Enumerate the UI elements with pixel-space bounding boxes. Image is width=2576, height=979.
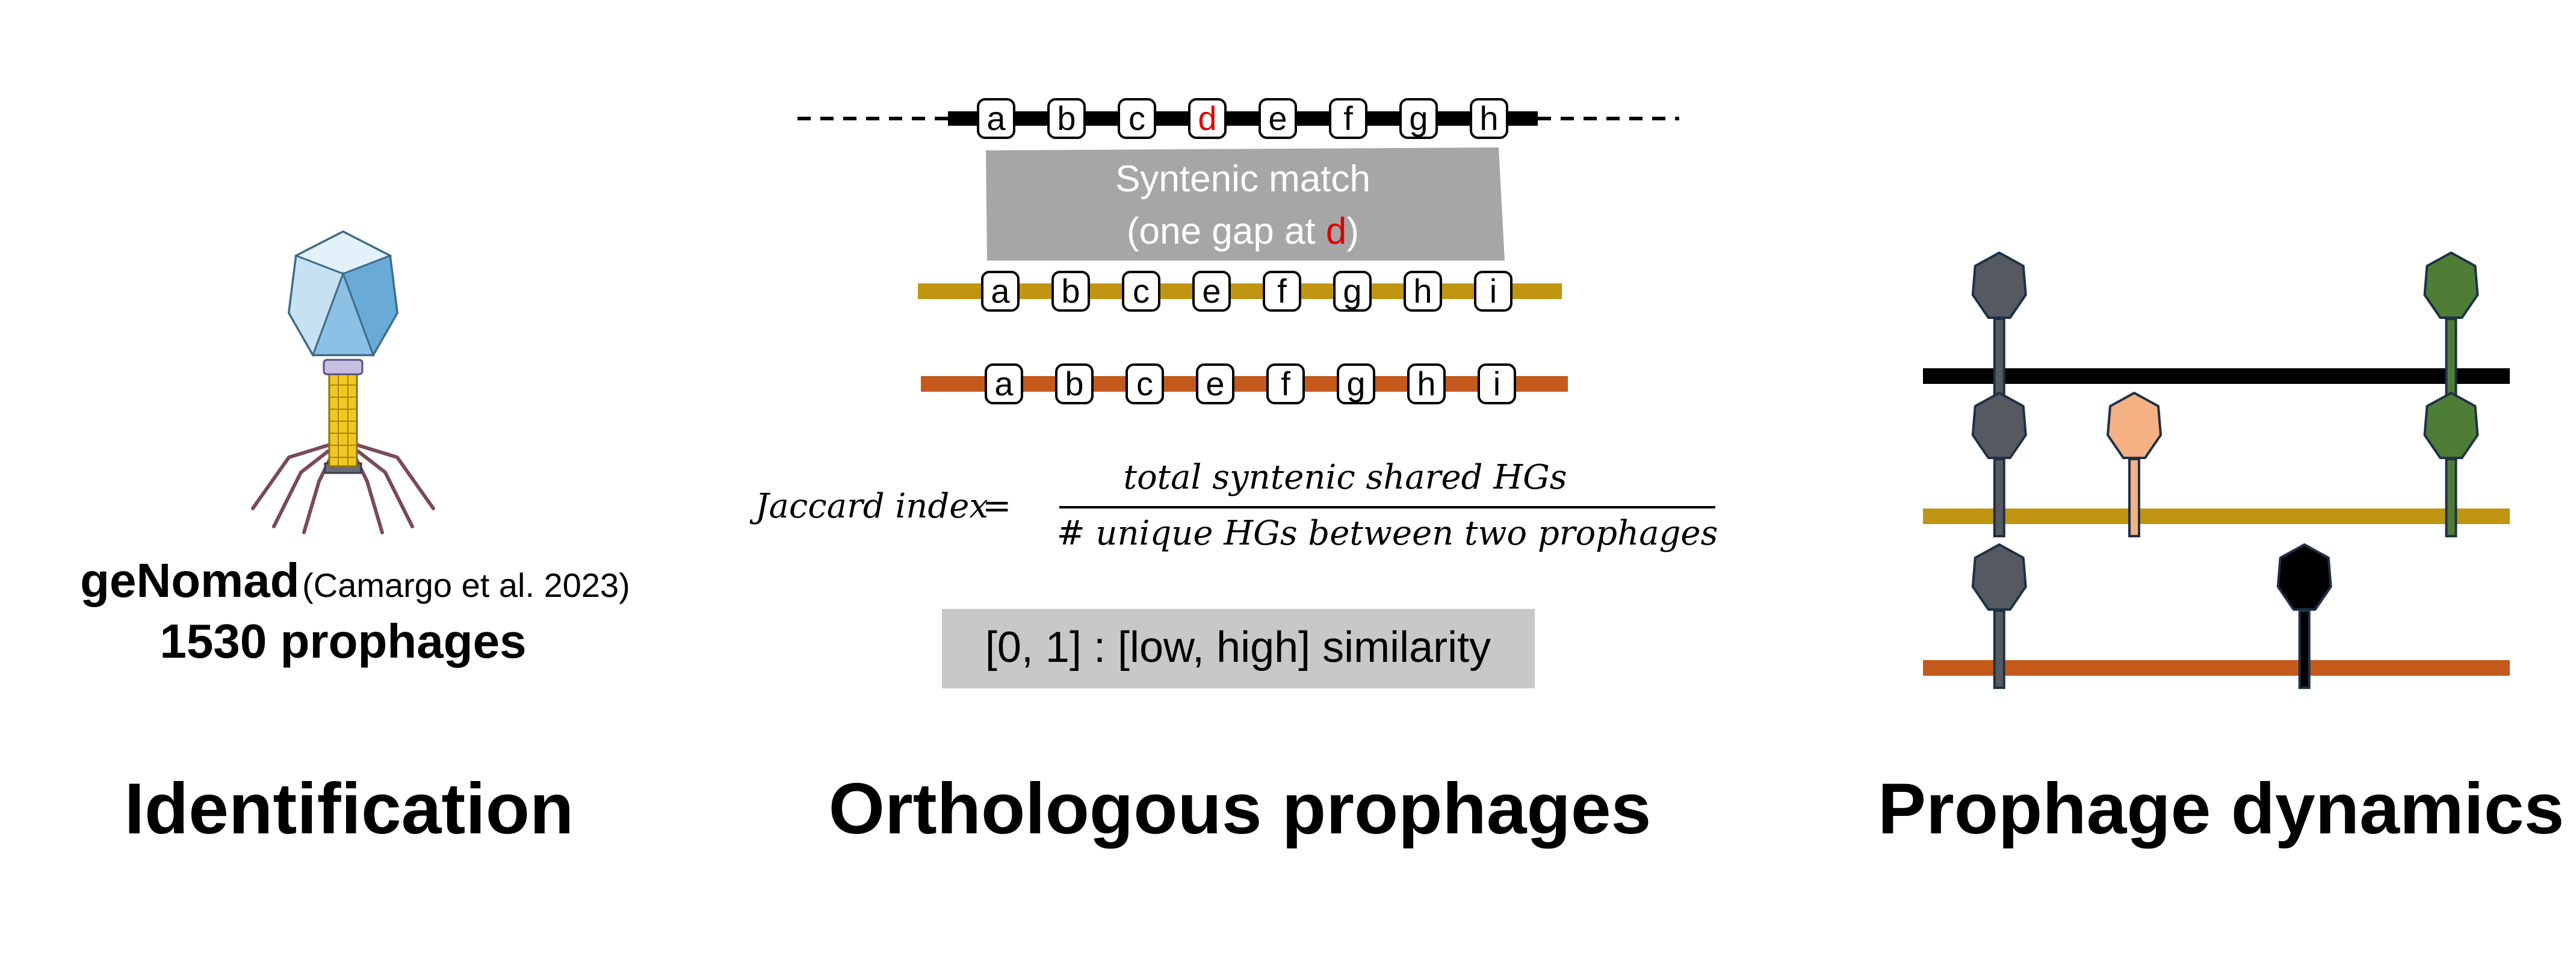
reference-gene-label: e <box>1268 99 1287 137</box>
prophage-marker <box>2423 252 2479 397</box>
query-gene-b: b <box>1055 363 1094 404</box>
query-gene-label: c <box>1133 272 1150 310</box>
reference-gene-label: a <box>986 99 1006 137</box>
tool-name-line: geNomad (Camargo et al. 2023) <box>54 551 656 611</box>
reference-prophage-bar <box>948 111 1538 126</box>
reference-gene-b: b <box>1047 98 1086 139</box>
query-gene-label: e <box>1202 272 1221 310</box>
syntenic-match-line2: (one gap at d) <box>1127 211 1359 252</box>
reference-gene-label: d <box>1198 99 1216 137</box>
query-track-bar <box>918 283 1562 299</box>
query-gene-label: g <box>1346 365 1365 403</box>
query-gene-label: a <box>991 272 1010 310</box>
gap-gene-highlight: d <box>1326 211 1346 252</box>
reference-gene-e: e <box>1259 98 1297 139</box>
query-gene-label: f <box>1281 365 1290 403</box>
syntenic-match-line1: Syntenic match <box>1115 158 1370 200</box>
query-gene-i: i <box>1478 363 1516 404</box>
similarity-box-bg <box>942 609 1535 688</box>
query-gene-c: c <box>1125 363 1164 404</box>
orthologous-heading: Orthologous prophages <box>828 768 1652 849</box>
query-gene-b: b <box>1051 271 1090 312</box>
tool-name: geNomad <box>80 554 300 607</box>
query-gene-i: i <box>1474 271 1512 312</box>
reference-gene-h: h <box>1470 98 1508 139</box>
dynamics-track-bar <box>1923 368 2510 384</box>
reference-gene-label: f <box>1343 99 1353 137</box>
formula-denominator: # unique HGs between two prophages <box>1057 514 1718 553</box>
prophage-marker <box>2107 392 2162 537</box>
dynamics-heading: Prophage dynamics <box>1878 768 2565 849</box>
query-gene-g: g <box>1337 363 1375 404</box>
query-gene-label: e <box>1206 365 1224 403</box>
reference-gene-g: g <box>1399 98 1438 139</box>
prophage-marker <box>2276 543 2332 689</box>
query-gene-label: h <box>1417 365 1435 403</box>
query-gene-label: h <box>1413 272 1432 310</box>
query-gene-c: c <box>1122 271 1160 312</box>
query-gene-label: c <box>1136 365 1153 403</box>
dynamics-track-bar <box>1923 660 2510 676</box>
tool-citation: (Camargo et al. 2023) <box>302 566 630 604</box>
query-gene-a: a <box>981 271 1020 312</box>
prophage-count: 1530 prophages <box>159 614 527 668</box>
dynamics-track-bar <box>1923 508 2510 524</box>
bacteriophage-icon <box>251 230 435 534</box>
reference-gene-f: f <box>1329 98 1367 139</box>
query-tracks: a b c e f g h i a b c e f g h i <box>918 271 1568 404</box>
query-gene-a: a <box>985 363 1023 404</box>
query-gene-label: i <box>1493 365 1500 403</box>
query-gene-g: g <box>1333 271 1372 312</box>
query-gene-label: b <box>1061 272 1080 310</box>
reference-gene-label: b <box>1057 99 1076 137</box>
query-gene-label: g <box>1343 272 1361 310</box>
reference-gene-d: d <box>1188 98 1227 139</box>
query-gene-label: b <box>1065 365 1083 403</box>
prophage-marker <box>1971 543 2027 689</box>
formula-lhs: Jaccard index <box>749 487 988 526</box>
orthologous-panel: a b c d e f g h Syntenic match (one gap at d) a… <box>749 98 1718 688</box>
similarity-box-label: [0, 1] : [low, high] similarity <box>985 623 1491 672</box>
syntenic-match-box: Syntenic match (one gap at d) <box>986 147 1505 261</box>
query-gene-e: e <box>1192 271 1231 312</box>
query-gene-e: e <box>1196 363 1234 404</box>
identification-heading: Identification <box>124 768 574 849</box>
reference-genes: a b c d e f g h <box>977 98 1508 139</box>
query-gene-label: a <box>994 365 1014 403</box>
identification-panel <box>251 230 435 534</box>
formula-numerator: total syntenic shared HGs <box>1123 458 1567 497</box>
similarity-box: [0, 1] : [low, high] similarity <box>942 609 1535 688</box>
prophage-marker <box>2423 392 2479 537</box>
dynamics-track-3 <box>1923 543 2510 689</box>
dynamics-track-1 <box>1923 252 2510 397</box>
formula-equals: = <box>982 485 1012 526</box>
reference-gene-label: c <box>1129 99 1145 137</box>
dynamics-track-2 <box>1923 392 2510 537</box>
prophage-marker <box>1971 392 2027 537</box>
query-gene-f: f <box>1266 363 1305 404</box>
reference-genome-track: a b c d e f g h <box>797 98 1679 139</box>
reference-gene-c: c <box>1118 98 1156 139</box>
query-gene-f: f <box>1263 271 1301 312</box>
query-gene-label: f <box>1277 272 1287 310</box>
dynamics-panel <box>1923 252 2510 689</box>
query-gene-h: h <box>1407 363 1446 404</box>
syntenic-match-shape <box>986 147 1505 261</box>
reference-gene-a: a <box>977 98 1015 139</box>
query-track-bar <box>921 376 1568 392</box>
reference-gene-label: h <box>1479 99 1498 137</box>
jaccard-formula: Jaccard index = total syntenic shared HG… <box>749 458 1718 553</box>
query-gene-label: i <box>1490 272 1497 310</box>
reference-gene-label: g <box>1409 99 1428 137</box>
query-gene-h: h <box>1404 271 1442 312</box>
